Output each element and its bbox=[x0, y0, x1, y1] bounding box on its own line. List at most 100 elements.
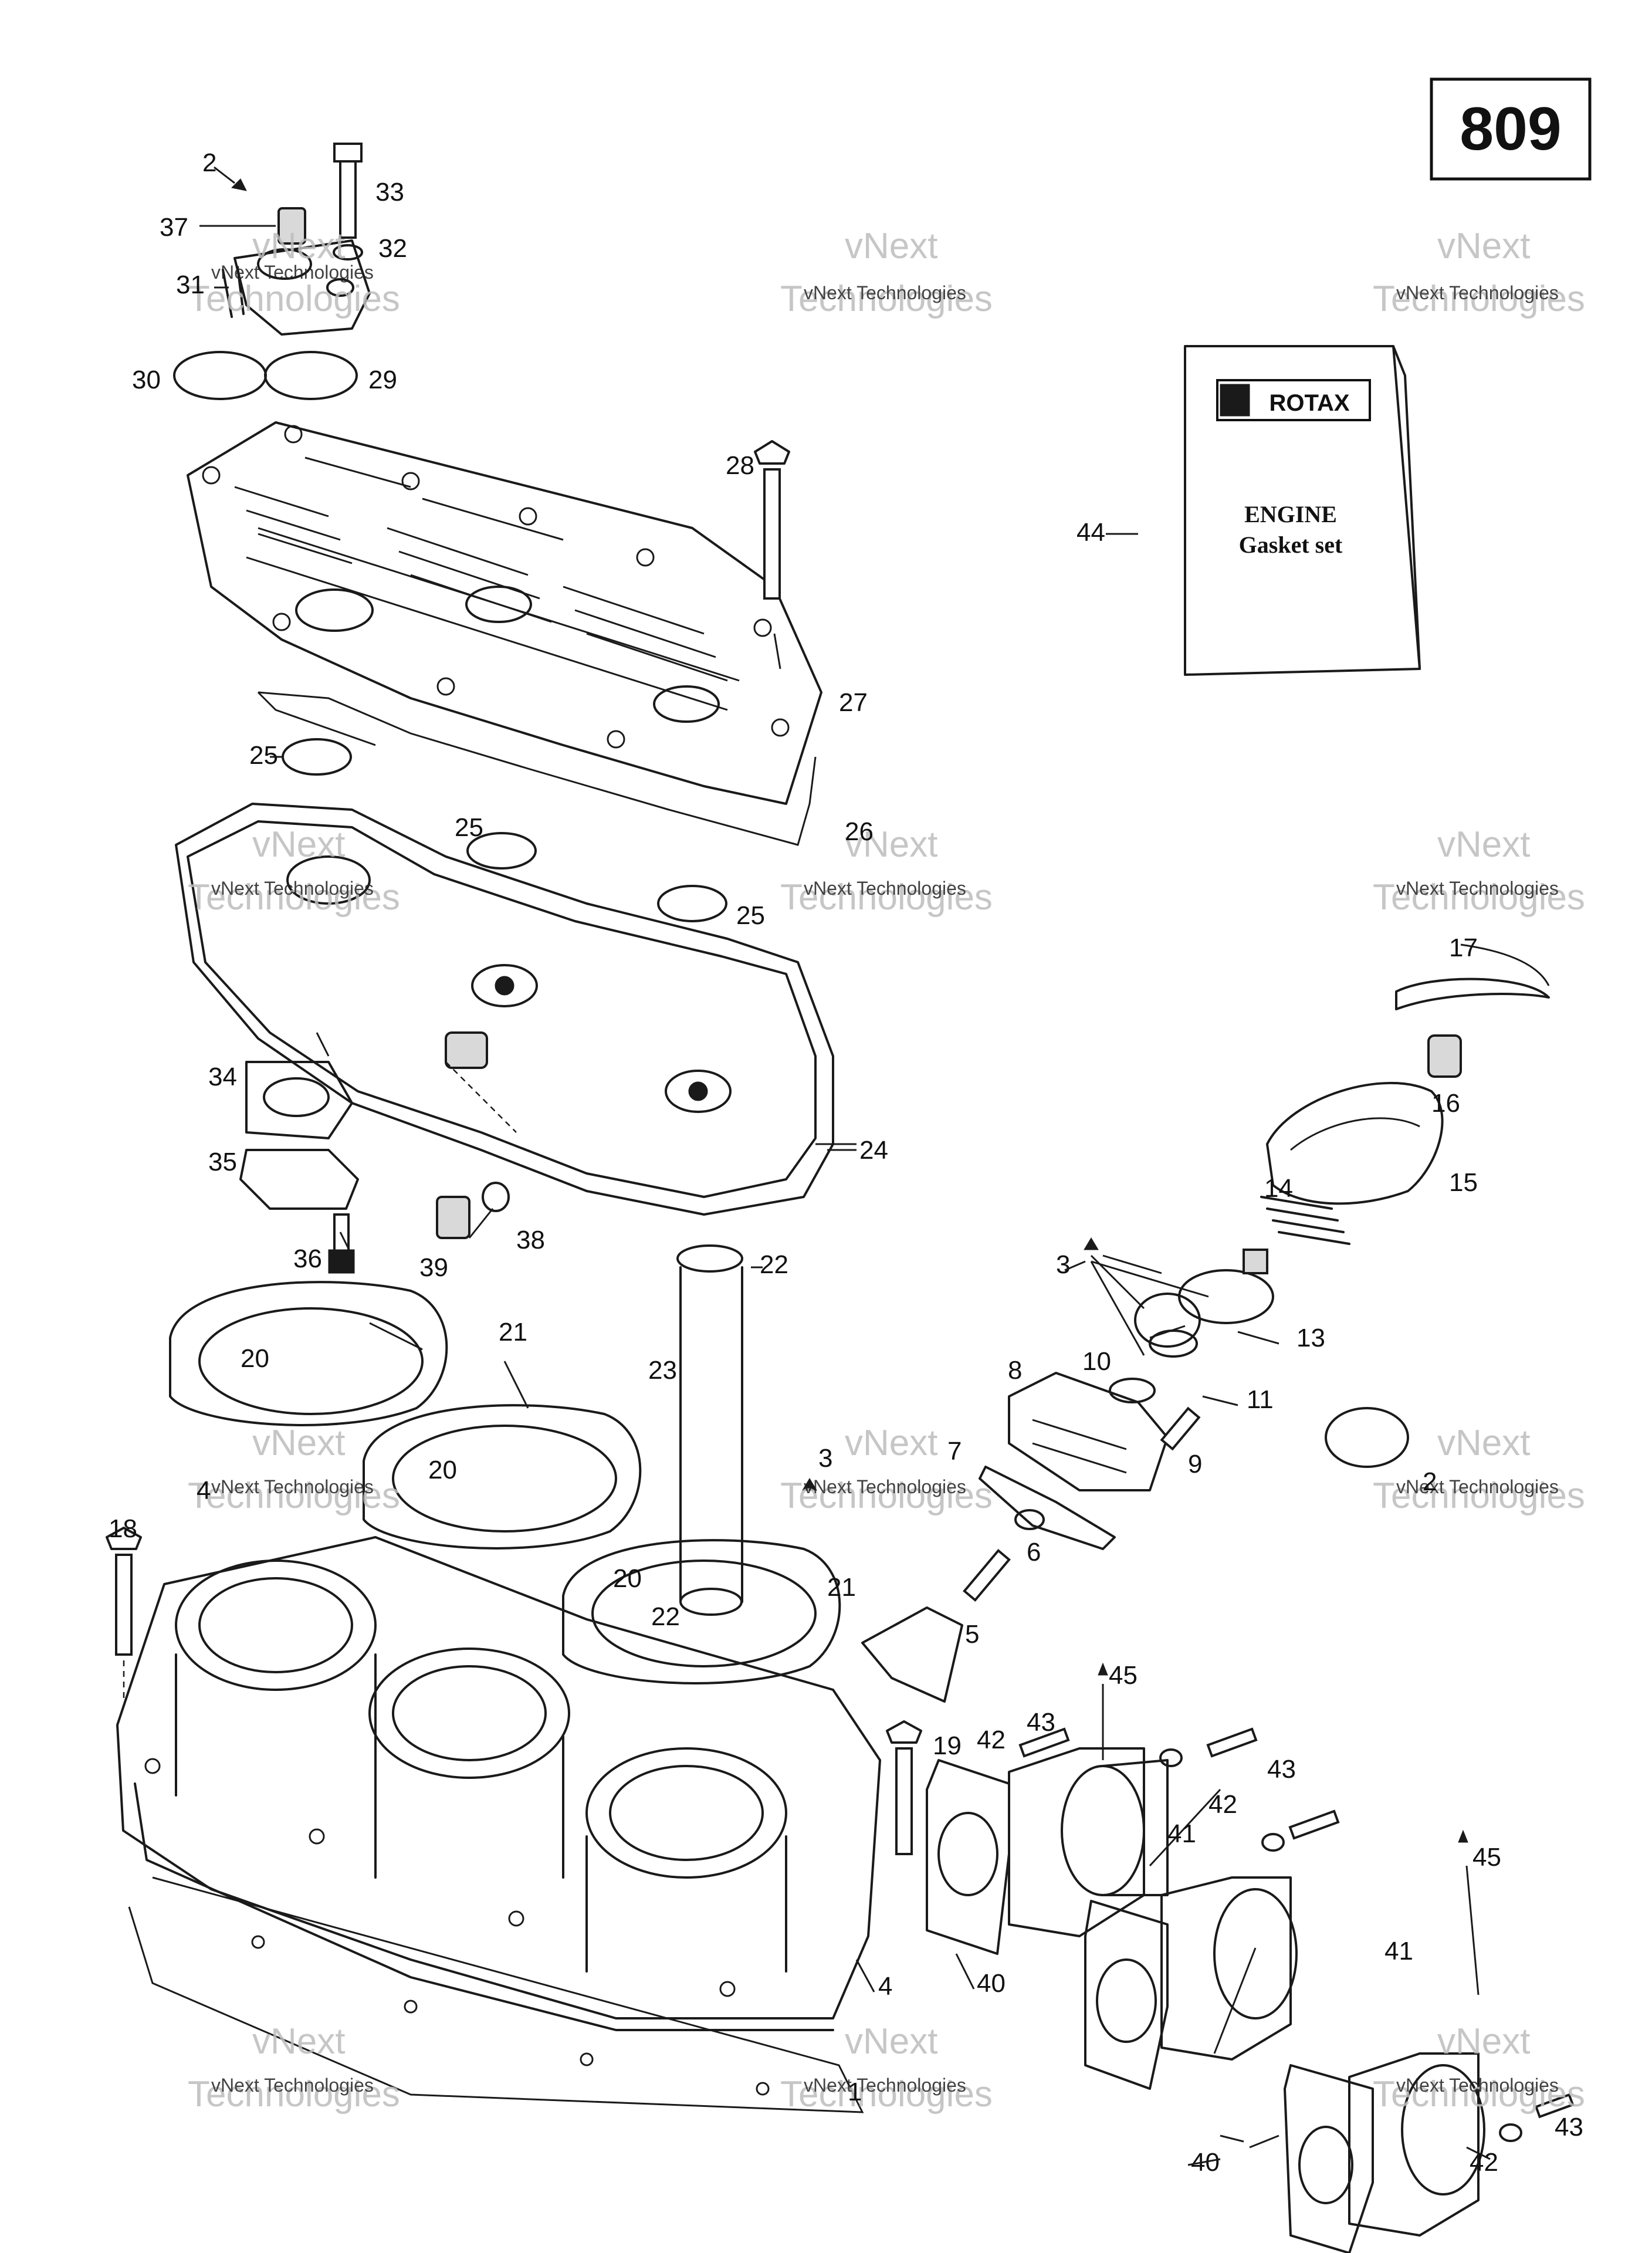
callout-21-a: 21 bbox=[499, 1318, 527, 1347]
callout-43-c: 43 bbox=[1555, 2113, 1583, 2142]
diagram-number: 809 bbox=[1460, 95, 1562, 163]
callout-4-b: 4 bbox=[878, 1972, 892, 2001]
svg-text:vNext: vNext bbox=[845, 2021, 937, 2062]
callout-leader-lines bbox=[827, 533, 1279, 2166]
callout-37: 37 bbox=[160, 213, 188, 242]
exhaust-sleeve bbox=[676, 1244, 743, 1616]
watermark-12: vNext Technologies vNext Technologies bbox=[1373, 2021, 1585, 2115]
svg-text:Technologies: Technologies bbox=[780, 877, 993, 918]
callout-7: 7 bbox=[947, 1437, 962, 1466]
svg-text:vNext Technologies: vNext Technologies bbox=[804, 2075, 966, 2096]
svg-text:Technologies: Technologies bbox=[780, 1476, 993, 1516]
callout-42-b: 42 bbox=[1208, 1790, 1237, 1819]
o-rings-25 bbox=[282, 738, 727, 922]
callout-8: 8 bbox=[1008, 1356, 1022, 1385]
svg-text:vNext: vNext bbox=[1437, 226, 1530, 266]
svg-text:Technologies: Technologies bbox=[188, 2074, 400, 2115]
svg-text:vNext: vNext bbox=[845, 226, 937, 266]
svg-text:vNext: vNext bbox=[845, 1423, 937, 1463]
callout-45-a: 45 bbox=[1109, 1661, 1138, 1690]
svg-text:vNext Technologies: vNext Technologies bbox=[1396, 1476, 1559, 1497]
callout-1: 1 bbox=[848, 2078, 862, 2106]
svg-text:Technologies: Technologies bbox=[780, 2074, 993, 2115]
cylinder-gaskets bbox=[169, 1281, 841, 1684]
callout-34: 34 bbox=[208, 1063, 237, 1091]
cylinder-block bbox=[106, 1478, 922, 2113]
watermark-9: vNext Technologies vNext Technologies bbox=[1373, 1423, 1585, 1516]
callout-39: 39 bbox=[419, 1253, 448, 1282]
callout-6: 6 bbox=[1027, 1538, 1041, 1567]
callout-19: 19 bbox=[933, 1731, 962, 1760]
callout-42-a: 42 bbox=[977, 1726, 1006, 1754]
watermark-2: vNext Technologies vNext Technologies bbox=[780, 226, 993, 319]
callout-44: 44 bbox=[1076, 518, 1105, 547]
watermark-3: vNext Technologies vNext Technologies bbox=[1373, 226, 1585, 319]
cylinder-head bbox=[187, 421, 822, 805]
cylinder-head-fins bbox=[234, 456, 728, 682]
callout-18: 18 bbox=[109, 1514, 137, 1543]
gasket-box-brand: ROTAX bbox=[1269, 390, 1349, 416]
svg-text:vNext: vNext bbox=[845, 824, 937, 865]
svg-text:vNext Technologies: vNext Technologies bbox=[804, 878, 966, 899]
bolt-36-plug-39-washer-38 bbox=[328, 1182, 510, 1274]
diagram-number-box: 809 bbox=[1430, 77, 1592, 181]
callout-40-a: 40 bbox=[977, 1969, 1006, 1998]
exhaust-valve-group bbox=[861, 977, 1550, 1703]
callout-35: 35 bbox=[208, 1148, 237, 1176]
callout-36: 36 bbox=[293, 1244, 322, 1273]
callout-32: 32 bbox=[378, 234, 407, 263]
watermark-4: vNext Technologies vNext Technologies bbox=[188, 824, 400, 918]
cylinder-block-mounting-holes bbox=[144, 1758, 770, 2096]
cylinder-head-cover bbox=[175, 803, 834, 1216]
callout-41-a: 41 bbox=[1167, 1819, 1196, 1848]
callout-22-b: 22 bbox=[651, 1602, 680, 1631]
svg-text:vNext Technologies: vNext Technologies bbox=[211, 1476, 374, 1497]
svg-text:vNext: vNext bbox=[1437, 2021, 1530, 2062]
head-gasket-26 bbox=[257, 691, 817, 846]
callout-3-b: 3 bbox=[818, 1444, 832, 1473]
callout-12: 2 bbox=[1423, 1467, 1437, 1496]
callout-29: 29 bbox=[368, 366, 397, 394]
watermark-6: vNext Technologies vNext Technologies bbox=[1373, 824, 1585, 918]
watermark-8: vNext Technologies vNext Technologies bbox=[780, 1423, 993, 1516]
callout-2: 2 bbox=[202, 148, 216, 177]
svg-text:vNext: vNext bbox=[252, 1423, 345, 1463]
callout-10: 10 bbox=[1082, 1347, 1111, 1376]
svg-text:Technologies: Technologies bbox=[1373, 279, 1585, 319]
svg-text:Technologies: Technologies bbox=[188, 1476, 400, 1516]
callout-4-a: 4 bbox=[197, 1476, 211, 1505]
svg-text:vNext Technologies: vNext Technologies bbox=[804, 282, 966, 303]
svg-text:vNext: vNext bbox=[252, 2021, 345, 2062]
callout-27: 27 bbox=[839, 688, 868, 717]
watermark-7: vNext Technologies vNext Technologies bbox=[188, 1423, 400, 1516]
cylinder-bores bbox=[175, 1559, 787, 1879]
watermark-11: vNext Technologies vNext Technologies bbox=[780, 2021, 993, 2115]
callout-17: 17 bbox=[1449, 933, 1478, 962]
callout-16: 16 bbox=[1431, 1089, 1460, 1118]
callout-25-b: 25 bbox=[455, 813, 483, 842]
callout-31: 31 bbox=[176, 270, 205, 299]
callout-13: 13 bbox=[1296, 1324, 1325, 1352]
rotary-valve-intake-group bbox=[926, 1662, 1575, 2253]
callout-38: 38 bbox=[516, 1226, 545, 1254]
svg-text:Technologies: Technologies bbox=[780, 279, 993, 319]
callout-20-b: 20 bbox=[428, 1456, 457, 1484]
svg-text:vNext: vNext bbox=[1437, 824, 1530, 865]
callout-21-b: 21 bbox=[827, 1573, 856, 1602]
svg-text:Technologies: Technologies bbox=[1373, 1476, 1585, 1516]
watermarks: vNext Technologies vNext Technologies vN… bbox=[188, 226, 1585, 2115]
callout-3-a: 3 bbox=[1056, 1250, 1070, 1279]
callout-11: 11 bbox=[1247, 1385, 1274, 1414]
callout-33: 33 bbox=[375, 178, 404, 207]
svg-text:Technologies: Technologies bbox=[188, 877, 400, 918]
svg-text:vNext Technologies: vNext Technologies bbox=[1396, 282, 1559, 303]
callout-42-c: 42 bbox=[1470, 2148, 1498, 2177]
gasket-box-title-line2: Gasket set bbox=[1239, 532, 1343, 558]
leader-lines bbox=[199, 166, 1550, 2160]
callout-30: 30 bbox=[132, 366, 161, 394]
callout-25-c: 25 bbox=[736, 901, 765, 930]
gasket-set-box: ROTAX ENGINE Gasket set bbox=[1184, 345, 1421, 676]
callout-24: 24 bbox=[859, 1136, 888, 1165]
watermark-1: vNext Technologies vNext Technologies bbox=[188, 226, 400, 319]
